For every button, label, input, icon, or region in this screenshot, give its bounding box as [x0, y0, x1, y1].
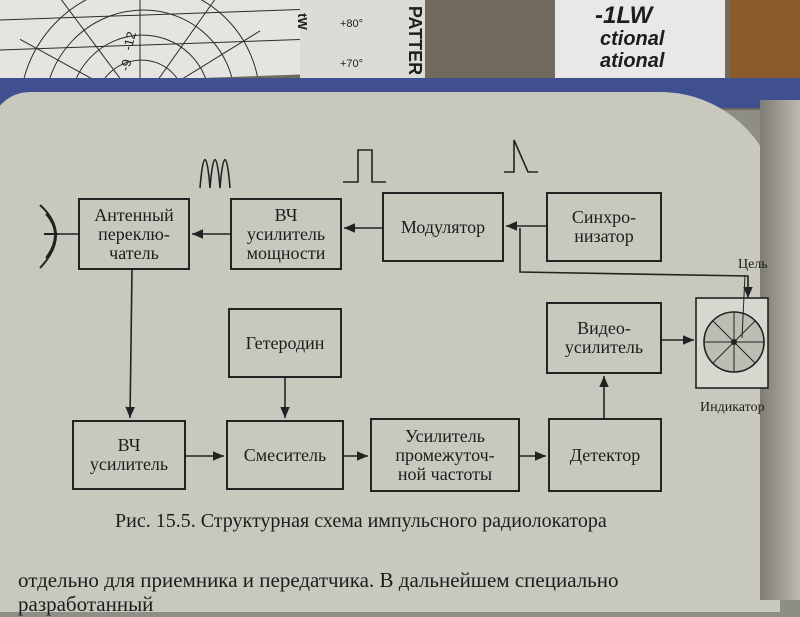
body-text-line: отдельно для приемника и передатчика. В …	[18, 568, 619, 592]
mixer-block: Смеситель	[226, 420, 344, 490]
figure-caption: Рис. 15.5. Структурная схема импульсного…	[115, 510, 607, 532]
brochure-line: ctional	[600, 28, 665, 50]
pattern-paper: tW +80° +70° PATTER	[295, 0, 426, 88]
pattern-fragment: PATTER	[405, 5, 426, 76]
brochure-line: ational	[600, 50, 665, 72]
detector-block: Детектор	[548, 418, 662, 492]
brochure-title: -1LW	[595, 2, 653, 29]
video-amplifier-block: Видео- усилитель	[546, 302, 662, 374]
book-page	[0, 92, 780, 612]
modulator-block: Модулятор	[382, 192, 504, 262]
angle-label: +80°	[340, 18, 364, 30]
polar-grid-graphic	[0, 0, 300, 85]
power-amplifier-block: ВЧ усилитель мощности	[230, 198, 342, 270]
polar-chart-paper: -12 -9	[0, 0, 395, 85]
angle-label: +70°	[340, 58, 364, 70]
indicator-label: Индикатор	[700, 400, 765, 415]
body-text-line: разработанный	[18, 592, 154, 616]
local-oscillator-block: Гетеродин	[228, 308, 342, 378]
tab-text: tW	[294, 13, 310, 30]
antenna-switch-block: Антенный переклю- чатель	[78, 198, 190, 270]
brochure-paper: -1LW ctional ational	[555, 0, 725, 80]
page-edge-shadow	[760, 100, 800, 600]
synchronizer-block: Синхро- низатор	[546, 192, 662, 262]
rf-amplifier-block: ВЧ усилитель	[72, 420, 186, 490]
target-label: Цель	[738, 257, 768, 272]
if-amplifier-block: Усилитель промежуточ- ной частоты	[370, 418, 520, 492]
